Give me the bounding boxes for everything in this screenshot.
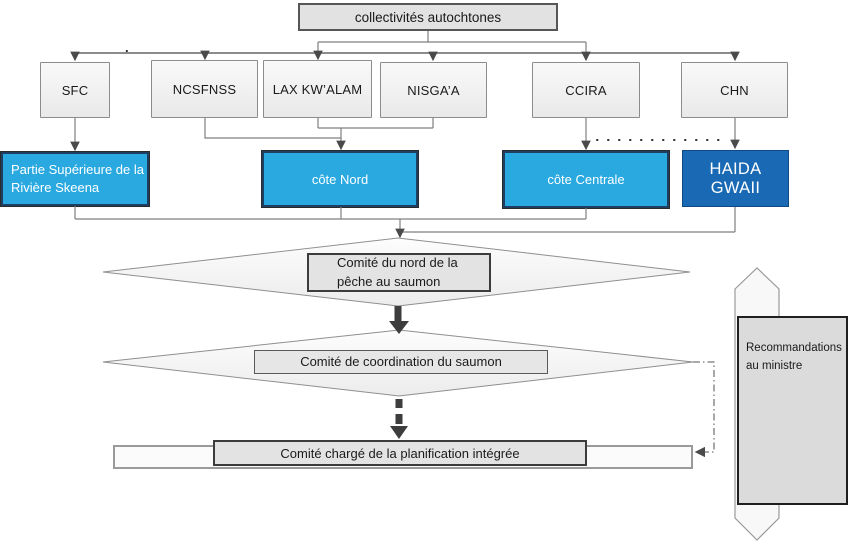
- org-node-ccira: CCIRA: [532, 62, 640, 118]
- region-node-upper-skeena: Partie Supérieure de la Rivière Skeena: [1, 152, 149, 206]
- org-node-sfc: SFC: [40, 62, 110, 118]
- stray-dot: .: [125, 40, 129, 55]
- region-node-cote-centrale: côte Centrale: [503, 151, 669, 208]
- region-node-cote-nord: côte Nord: [262, 151, 418, 207]
- thick-dashed-arrow: [390, 399, 408, 439]
- dashdot-feedback-line: [693, 361, 715, 458]
- org-node-lax-kwalam: LAX KW’ALAM: [263, 60, 372, 118]
- committee-label-north-salmon: Comité du nord de la pêche au saumon: [307, 253, 491, 292]
- recommendation-to-minister-box: Recommandations au ministre: [737, 316, 848, 505]
- org-node-ncsfnss: NCSFNSS: [151, 60, 258, 118]
- thick-arrow-1: [389, 306, 409, 334]
- committee-label-integrated-planning: Comité chargé de la planification intégr…: [213, 440, 587, 466]
- region-node-haida-gwaii: HAIDA GWAII: [682, 150, 789, 207]
- committee-label-salmon-coordination: Comité de coordination du saumon: [254, 350, 548, 374]
- root-node-collectivites-autochtones: collectivités autochtones: [298, 3, 558, 31]
- org-node-chn: CHN: [681, 62, 788, 118]
- org-node-nisgaa: NISGA’A: [380, 62, 487, 118]
- line-ncsfnss-down: [204, 118, 341, 139]
